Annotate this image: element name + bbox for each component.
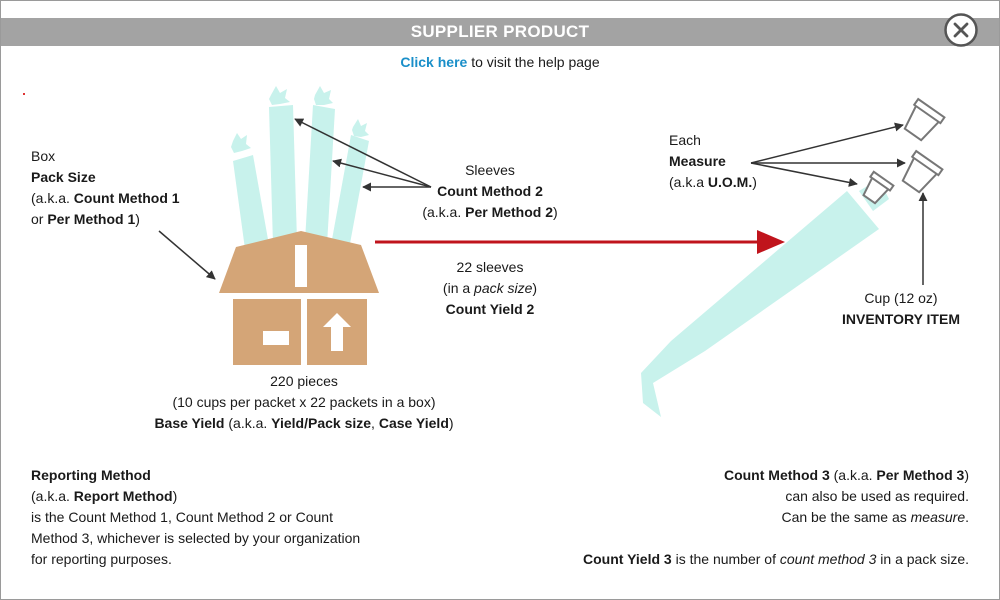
stray-dot: [23, 93, 25, 95]
count-yield-3-note: Count Yield 3 is the number of count met…: [583, 551, 969, 567]
title-band: [1, 18, 999, 46]
reporting-method-note: Reporting Method (a.k.a. Report Method) …: [31, 467, 361, 567]
title-bar: SUPPLIER PRODUCT: [1, 1, 999, 47]
base-yield-label: 220 pieces (10 cups per packet x 22 pack…: [154, 373, 454, 431]
each-label: Each Measure (a.k.a U.O.M.): [669, 132, 757, 190]
dialog-title: SUPPLIER PRODUCT: [410, 22, 590, 41]
help-link[interactable]: Click here: [400, 54, 468, 70]
box-illustration: [219, 231, 379, 365]
cup-icons: [862, 97, 946, 205]
count-yield-2-label: 22 sleeves (in a pack size) Count Yield …: [442, 259, 538, 317]
cup-sleeves-illustration: [231, 86, 369, 249]
cup-label: Cup (12 oz) INVENTORY ITEM: [842, 290, 960, 327]
sleeves-label: Sleeves Count Method 2 (a.k.a. Per Metho…: [422, 162, 558, 220]
help-text: to visit the help page: [467, 54, 600, 70]
close-circle-icon[interactable]: [944, 13, 978, 47]
red-arrowhead: [757, 230, 785, 254]
count-method-3-note: Count Method 3 (a.k.a. Per Method 3) can…: [723, 467, 969, 525]
help-line: Click here to visit the help page: [1, 54, 999, 70]
pointer-arrows: [158, 118, 928, 285]
box-label: Box Pack Size (a.k.a. Count Method 1 or …: [31, 148, 180, 227]
